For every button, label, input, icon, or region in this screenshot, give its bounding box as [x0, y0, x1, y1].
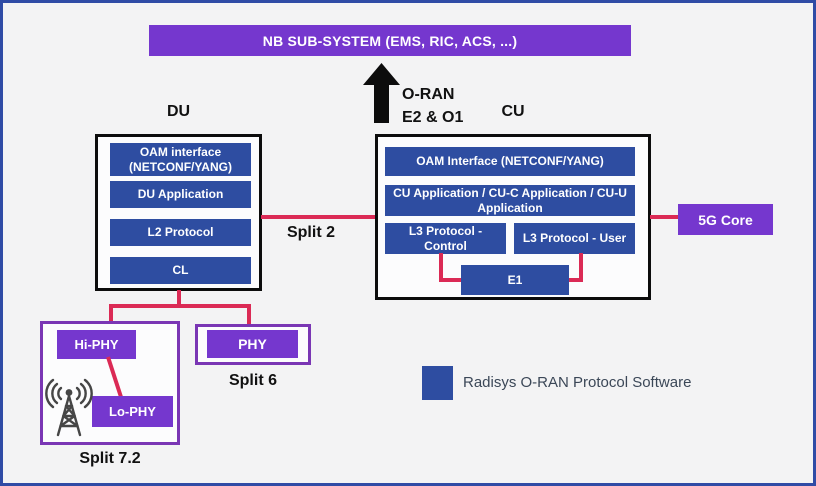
du-cl-box: CL: [110, 257, 251, 284]
e1-box: E1: [461, 265, 569, 295]
du-application-box: DU Application: [110, 181, 251, 208]
e1-right-connector-vertical: [579, 253, 583, 282]
du-down-connector: [177, 290, 181, 307]
du-title: DU: [166, 103, 191, 120]
split-tree-horizontal-line: [109, 304, 251, 308]
up-arrow-icon: [363, 63, 400, 123]
core-connector-line: [650, 215, 679, 219]
du-l2-protocol-box: L2 Protocol: [110, 219, 251, 246]
split2-label: Split 2: [286, 224, 335, 241]
cu-l3-user-box: L3 Protocol - User: [514, 223, 635, 254]
oran-interface-label: O-RAN E2 & O1: [402, 83, 463, 129]
cu-l3-control-box: L3 Protocol - Control: [385, 223, 506, 254]
legend-label: Radisys O-RAN Protocol Software: [463, 374, 692, 391]
legend-color-swatch: [422, 366, 453, 400]
lo-phy-box: Lo-PHY: [92, 396, 173, 427]
cu-title: CU: [501, 103, 525, 120]
split2-connector-line: [261, 215, 375, 219]
split6-label: Split 6: [228, 372, 277, 389]
phy-box: PHY: [207, 330, 298, 358]
split72-branch-line: [109, 304, 113, 322]
e1-right-connector-horizontal: [567, 278, 583, 282]
nb-subsystem-box: NB SUB-SYSTEM (EMS, RIC, ACS, ...): [149, 25, 631, 56]
split72-label: Split 7.2: [79, 450, 141, 467]
du-oam-interface-box: OAM interface (NETCONF/YANG): [110, 143, 251, 176]
antenna-icon: [45, 378, 93, 438]
split6-branch-line: [247, 304, 251, 325]
cu-oam-interface-box: OAM Interface (NETCONF/YANG): [385, 147, 635, 176]
hi-phy-box: Hi-PHY: [57, 330, 136, 359]
e1-left-connector-vertical: [439, 253, 443, 282]
oran-label-line1: O-RAN: [402, 86, 455, 103]
oran-label-line2: E2 & O1: [402, 109, 464, 126]
5g-core-box: 5G Core: [678, 204, 773, 235]
cu-application-box: CU Application / CU-C Application / CU-U…: [385, 185, 635, 216]
e1-left-connector-horizontal: [439, 278, 463, 282]
